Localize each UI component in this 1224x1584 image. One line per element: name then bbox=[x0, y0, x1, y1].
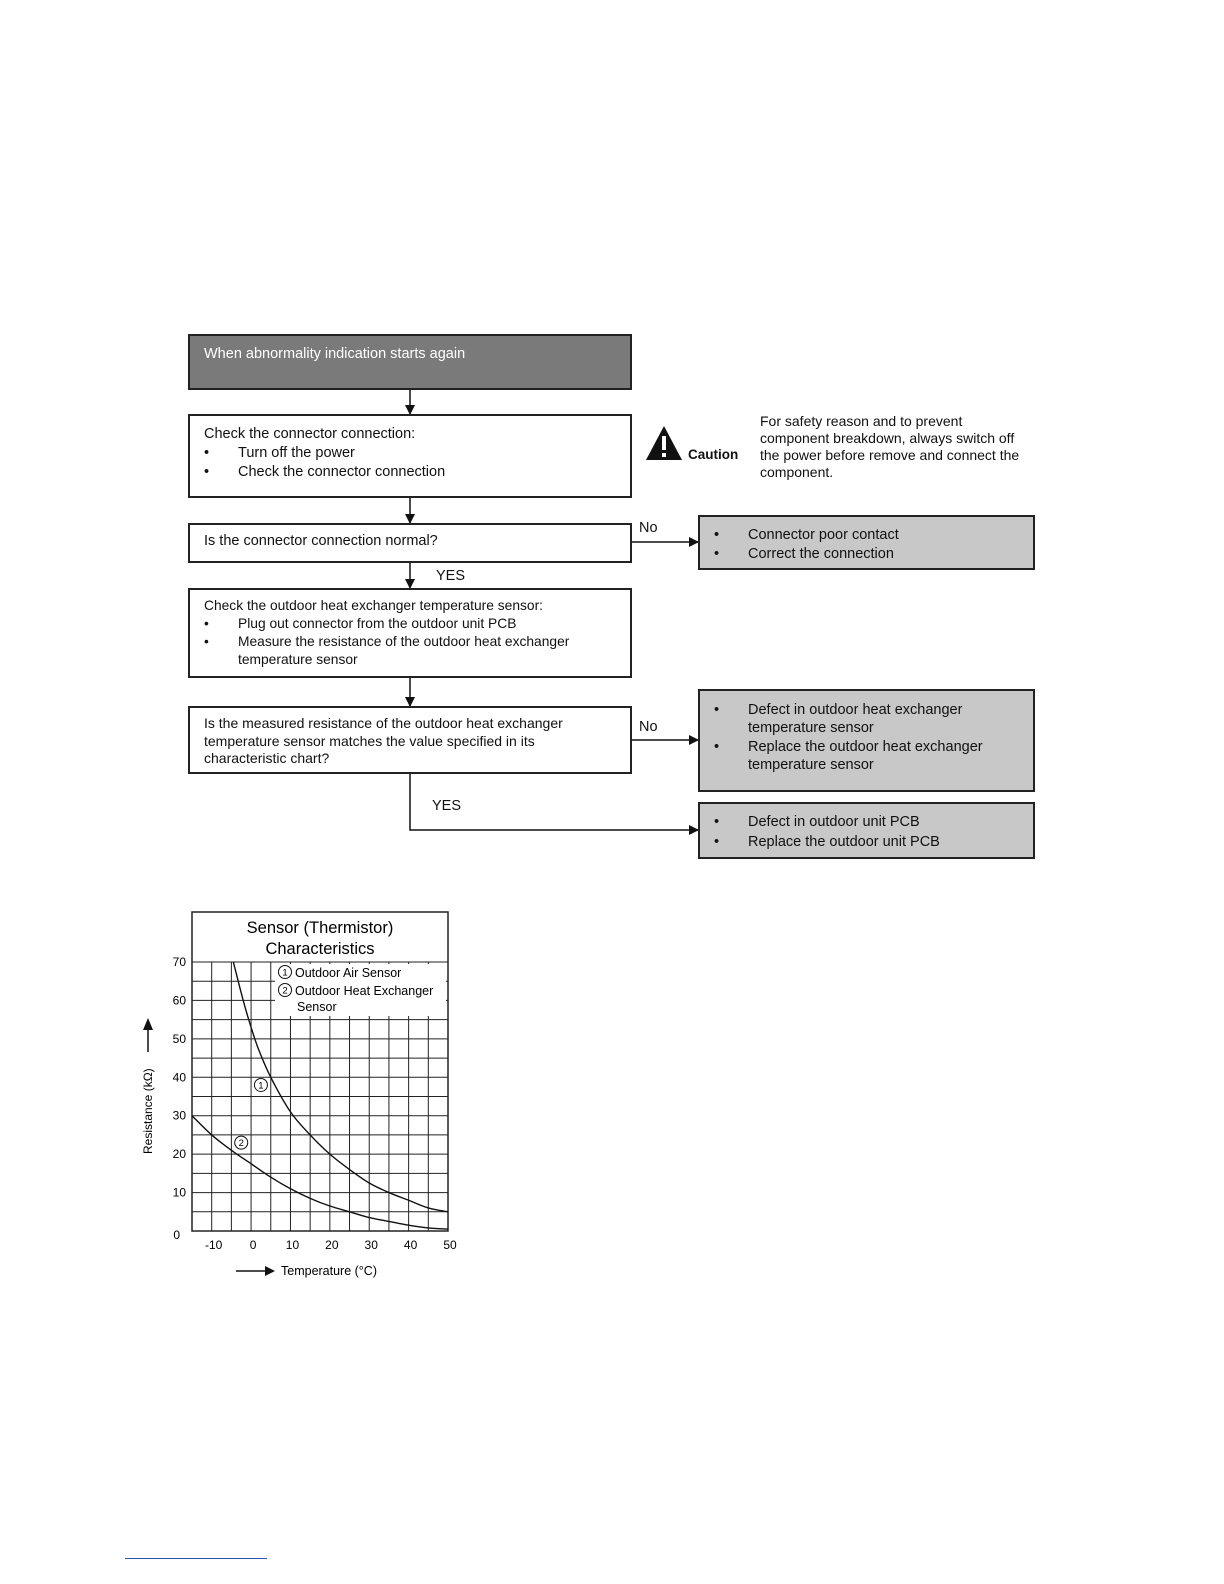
result-sensor-box: Defect in outdoor heat exchanger tempera… bbox=[698, 689, 1035, 792]
legend-box bbox=[275, 964, 446, 1016]
caution-text: For safety reason and to prevent compone… bbox=[760, 413, 1020, 480]
curve-marker-1-number: 1 bbox=[258, 1080, 263, 1091]
check-sensor-item: Measure the resistance of the outdoor he… bbox=[204, 633, 614, 668]
yes-label: YES bbox=[436, 568, 466, 584]
curve-marker-2-number: 2 bbox=[239, 1138, 244, 1149]
series-line-2 bbox=[192, 1115, 448, 1230]
x-axis-arrow-head bbox=[265, 1266, 275, 1276]
check-sensor-title: Check the outdoor heat exchanger tempera… bbox=[204, 598, 543, 613]
y-tick-label: 30 bbox=[173, 1109, 187, 1123]
result-connector-item: Correct the connection bbox=[714, 545, 1024, 563]
y-tick-label: 60 bbox=[173, 993, 187, 1007]
no-label: No bbox=[639, 520, 658, 536]
warning-triangle-icon bbox=[646, 426, 682, 460]
result-connector-item: Connector poor contact bbox=[714, 526, 1024, 544]
x-tick-label: 50 bbox=[443, 1238, 457, 1252]
chart-title: Sensor (Thermistor)Characteristics bbox=[247, 919, 394, 958]
check-connector-title: Check the connector connection: bbox=[204, 426, 416, 442]
check-connector-box: Check the connector connection: Turn off… bbox=[188, 414, 632, 498]
question-connector-box: Is the connector connection normal? bbox=[188, 523, 632, 563]
x-tick-label: -10 bbox=[205, 1238, 223, 1252]
chart-frame bbox=[191, 911, 449, 1232]
curve-marker-2-circle bbox=[234, 1135, 249, 1150]
arrow-resistance-yes bbox=[409, 773, 699, 835]
x-axis-label: Temperature (°C) bbox=[281, 1264, 377, 1278]
footer-rule bbox=[125, 1558, 267, 1559]
legend-marker-2-circle bbox=[278, 983, 292, 997]
question-resistance-text: Is the measured resistance of the outdoo… bbox=[204, 715, 563, 766]
question-connector-text: Is the connector connection normal? bbox=[204, 533, 438, 549]
result-sensor-item: Defect in outdoor heat exchanger tempera… bbox=[714, 701, 1024, 737]
x-tick-label: 10 bbox=[286, 1238, 300, 1252]
result-pcb-box: Defect in outdoor unit PCB Replace the o… bbox=[698, 802, 1035, 859]
check-connector-item: Check the connector connection bbox=[204, 463, 604, 481]
x-tick-label: 20 bbox=[325, 1238, 339, 1252]
legend-marker-2-number: 2 bbox=[282, 986, 287, 997]
curve-marker-1-circle bbox=[253, 1077, 268, 1092]
check-sensor-box: Check the outdoor heat exchanger tempera… bbox=[188, 588, 632, 678]
y-tick-label: 50 bbox=[173, 1032, 187, 1046]
y-axis-label: Resistance (kΩ) bbox=[141, 1068, 155, 1154]
check-connector-item: Turn off the power bbox=[204, 444, 604, 462]
y-tick-label: 20 bbox=[173, 1147, 187, 1161]
flowchart-connectors bbox=[405, 389, 699, 835]
y-tick-label: 10 bbox=[173, 1186, 187, 1200]
question-resistance-box: Is the measured resistance of the outdoo… bbox=[188, 706, 632, 774]
y-axis-arrow-head bbox=[143, 1018, 153, 1030]
legend-marker-1-number: 1 bbox=[282, 968, 287, 979]
series-line-1 bbox=[232, 962, 448, 1213]
result-connector-box: Connector poor contact Correct the conne… bbox=[698, 515, 1035, 570]
y-tick-label: 70 bbox=[173, 955, 187, 969]
result-pcb-item: Replace the outdoor unit PCB bbox=[714, 833, 1024, 851]
legend-entry: Outdoor Air Sensor bbox=[295, 966, 401, 980]
yes-label: YES bbox=[432, 798, 462, 814]
no-label: No bbox=[639, 719, 658, 735]
start-text: When abnormality indication starts again bbox=[204, 346, 466, 362]
x-tick-label: 40 bbox=[404, 1238, 418, 1252]
x-tick-label: 0 bbox=[250, 1238, 257, 1252]
y-tick-label: 40 bbox=[173, 1070, 187, 1084]
result-sensor-item: Replace the outdoor heat exchanger tempe… bbox=[714, 738, 1024, 774]
caution-label: Caution bbox=[688, 447, 739, 462]
result-pcb-item: Defect in outdoor unit PCB bbox=[714, 813, 1024, 831]
y-tick-label: 0 bbox=[173, 1228, 180, 1242]
check-sensor-item: Plug out connector from the outdoor unit… bbox=[204, 615, 614, 633]
x-tick-label: 30 bbox=[365, 1238, 379, 1252]
start-box: When abnormality indication starts again bbox=[188, 334, 632, 390]
legend-marker-1-circle bbox=[278, 965, 292, 979]
